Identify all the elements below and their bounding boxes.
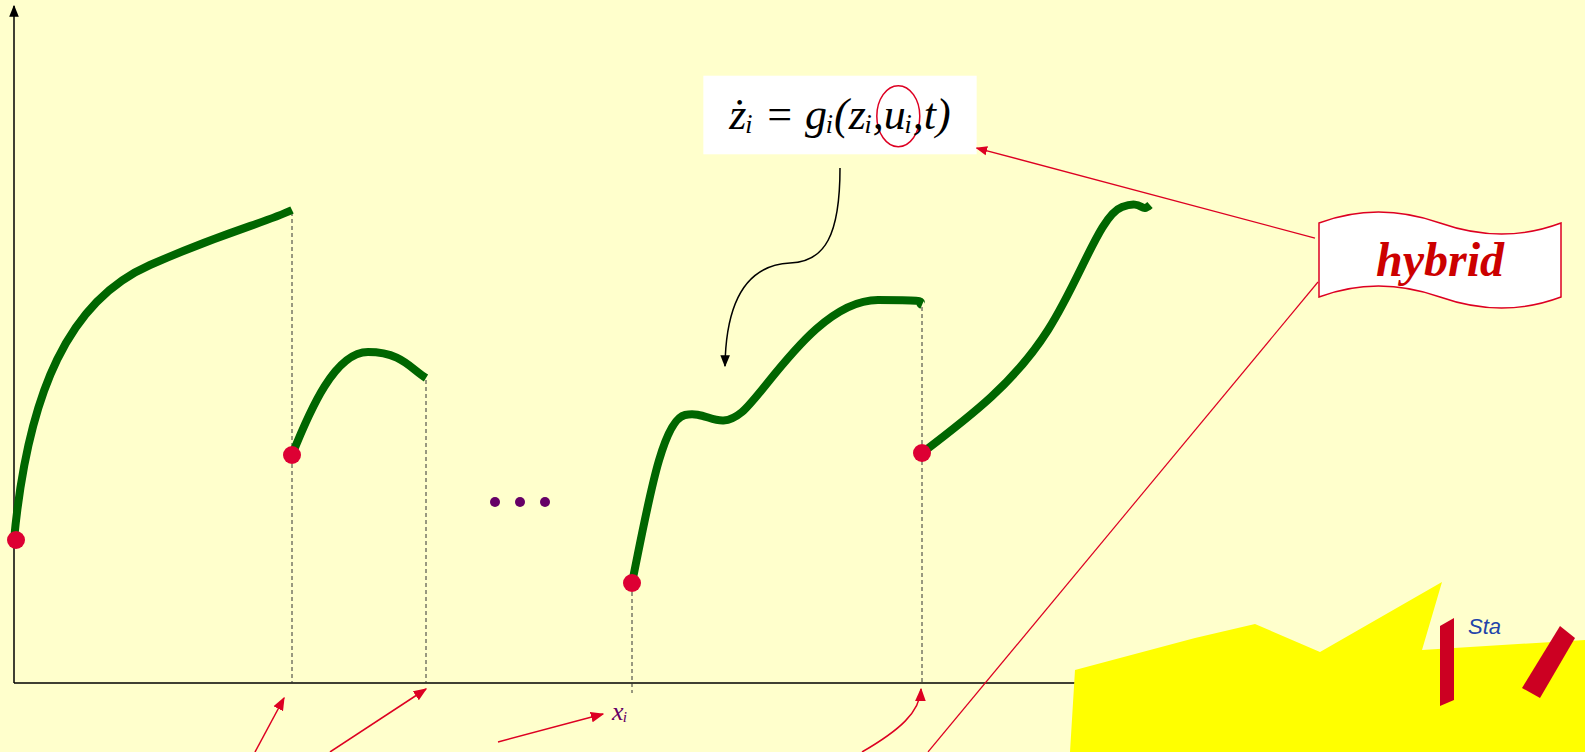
wavy-flag-path (1319, 212, 1561, 308)
trajectory-segments (14, 205, 1150, 583)
flag-text: hybrid (1376, 234, 1504, 287)
equation-text: żᵢ = gᵢ(zᵢ,uᵢ,t) (729, 90, 950, 141)
starburst-shape (1070, 578, 1585, 752)
starburst-polygon (1070, 582, 1585, 752)
equation-box: żᵢ = gᵢ(zᵢ,uᵢ,t) (703, 76, 976, 155)
logo-bar (1440, 618, 1454, 706)
equation-background (703, 76, 976, 155)
badge-text: Sta (1468, 614, 1501, 640)
logo-slash (1522, 626, 1575, 698)
y-axis (13, 6, 15, 683)
callout-arrow (977, 148, 1315, 238)
drop-lines (292, 212, 922, 693)
switch-arrows (255, 689, 921, 752)
state-dots (7, 444, 931, 592)
equation-leader (725, 168, 840, 366)
hybrid-flag: hybrid (1315, 205, 1565, 315)
time-label: xᵢ (612, 697, 628, 727)
ellipsis-dots (490, 497, 550, 507)
starburst-badge: Sta (1070, 578, 1585, 752)
